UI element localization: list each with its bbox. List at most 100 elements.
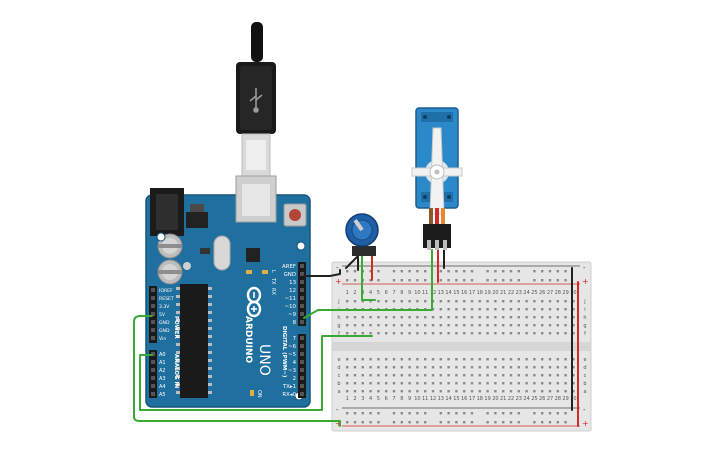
breadboard-rail-hole[interactable]: [509, 270, 513, 273]
breadboard-hole[interactable]: [478, 358, 481, 361]
breadboard-hole[interactable]: [517, 300, 520, 303]
header-pin-hole[interactable]: [151, 328, 155, 332]
breadboard-rail-hole[interactable]: [541, 412, 544, 415]
breadboard-hole[interactable]: [502, 332, 505, 335]
breadboard-hole[interactable]: [424, 390, 427, 393]
breadboard-hole[interactable]: [502, 390, 505, 393]
breadboard-hole[interactable]: [447, 308, 450, 311]
breadboard-rail-hole[interactable]: [369, 279, 372, 282]
breadboard-rail-hole[interactable]: [533, 412, 536, 415]
breadboard-hole[interactable]: [431, 374, 435, 377]
wire-5v-green[interactable]: [133, 315, 341, 427]
breadboard-hole[interactable]: [548, 300, 552, 303]
breadboard-rail-hole[interactable]: [369, 421, 372, 424]
breadboard-hole[interactable]: [392, 382, 396, 385]
breadboard-hole[interactable]: [564, 316, 567, 319]
breadboard-hole[interactable]: [463, 308, 466, 311]
breadboard-hole[interactable]: [525, 374, 528, 377]
breadboard-hole[interactable]: [377, 390, 380, 393]
breadboard-rail-hole[interactable]: [353, 270, 357, 273]
breadboard-hole[interactable]: [416, 358, 419, 361]
breadboard[interactable]: - + - + - + - + 112233445566778899101011…: [331, 261, 592, 432]
breadboard-hole[interactable]: [572, 390, 575, 393]
breadboard-hole[interactable]: [353, 332, 357, 335]
breadboard-hole[interactable]: [346, 358, 349, 361]
breadboard-hole[interactable]: [369, 374, 372, 377]
header-pin-hole[interactable]: [151, 320, 155, 324]
header-pin-hole[interactable]: [300, 288, 304, 292]
breadboard-hole[interactable]: [455, 316, 458, 319]
breadboard-rail-hole[interactable]: [502, 421, 505, 424]
breadboard-hole[interactable]: [463, 300, 466, 303]
breadboard-hole[interactable]: [548, 374, 552, 377]
header-pin-hole[interactable]: [300, 296, 304, 300]
breadboard-hole[interactable]: [509, 374, 513, 377]
breadboard-hole[interactable]: [361, 332, 364, 335]
breadboard-hole[interactable]: [509, 382, 513, 385]
breadboard-hole[interactable]: [478, 390, 481, 393]
breadboard-hole[interactable]: [369, 316, 372, 319]
header-pin-hole[interactable]: [151, 376, 155, 380]
breadboard-hole[interactable]: [486, 390, 489, 393]
breadboard-hole[interactable]: [494, 324, 497, 327]
breadboard-hole[interactable]: [392, 332, 396, 335]
breadboard-hole[interactable]: [361, 358, 364, 361]
breadboard-hole[interactable]: [525, 358, 528, 361]
breadboard-hole[interactable]: [431, 358, 435, 361]
breadboard-hole[interactable]: [424, 374, 427, 377]
breadboard-hole[interactable]: [541, 382, 544, 385]
breadboard-hole[interactable]: [517, 358, 520, 361]
breadboard-hole[interactable]: [416, 316, 419, 319]
wire-pot-gnd-black[interactable]: [345, 255, 359, 271]
header-pin-hole[interactable]: [300, 344, 304, 348]
breadboard-hole[interactable]: [502, 300, 505, 303]
breadboard-rail-hole[interactable]: [361, 421, 364, 424]
breadboard-rail-hole[interactable]: [470, 279, 474, 282]
breadboard-hole[interactable]: [478, 316, 481, 319]
breadboard-hole[interactable]: [463, 332, 466, 335]
breadboard-hole[interactable]: [346, 316, 349, 319]
breadboard-rail-hole[interactable]: [408, 279, 411, 282]
wire-gnd-black[interactable]: [303, 269, 341, 277]
breadboard-hole[interactable]: [416, 332, 419, 335]
breadboard-hole[interactable]: [556, 300, 559, 303]
breadboard-hole[interactable]: [494, 300, 497, 303]
breadboard-rail-hole[interactable]: [346, 412, 349, 415]
breadboard-rail-hole[interactable]: [502, 270, 505, 273]
breadboard-hole[interactable]: [369, 324, 372, 327]
breadboard-hole[interactable]: [346, 324, 349, 327]
breadboard-hole[interactable]: [392, 358, 396, 361]
breadboard-rail-hole[interactable]: [517, 270, 520, 273]
header-pin-hole[interactable]: [300, 280, 304, 284]
breadboard-hole[interactable]: [431, 316, 435, 319]
breadboard-hole[interactable]: [509, 308, 513, 311]
breadboard-rail-hole[interactable]: [369, 270, 372, 273]
breadboard-rail-hole[interactable]: [439, 421, 442, 424]
breadboard-hole[interactable]: [392, 366, 396, 369]
breadboard-hole[interactable]: [447, 390, 450, 393]
breadboard-hole[interactable]: [541, 300, 544, 303]
breadboard-rail-hole[interactable]: [564, 412, 567, 415]
breadboard-hole[interactable]: [353, 324, 357, 327]
breadboard-hole[interactable]: [353, 300, 357, 303]
breadboard-hole[interactable]: [548, 382, 552, 385]
breadboard-hole[interactable]: [478, 382, 481, 385]
breadboard-hole[interactable]: [416, 366, 419, 369]
breadboard-hole[interactable]: [455, 332, 458, 335]
breadboard-hole[interactable]: [494, 316, 497, 319]
breadboard-hole[interactable]: [556, 374, 559, 377]
breadboard-hole[interactable]: [447, 374, 450, 377]
breadboard-hole[interactable]: [486, 374, 489, 377]
wire-a0-green[interactable]: [139, 335, 373, 411]
breadboard-hole[interactable]: [463, 358, 466, 361]
breadboard-hole[interactable]: [353, 358, 357, 361]
breadboard-hole[interactable]: [533, 374, 536, 377]
breadboard-hole[interactable]: [572, 332, 575, 335]
breadboard-hole[interactable]: [369, 382, 372, 385]
breadboard-rail-hole[interactable]: [556, 412, 559, 415]
breadboard-hole[interactable]: [400, 332, 403, 335]
breadboard-hole[interactable]: [572, 324, 575, 327]
breadboard-hole[interactable]: [509, 390, 513, 393]
breadboard-hole[interactable]: [424, 358, 427, 361]
breadboard-rail-hole[interactable]: [541, 270, 544, 273]
